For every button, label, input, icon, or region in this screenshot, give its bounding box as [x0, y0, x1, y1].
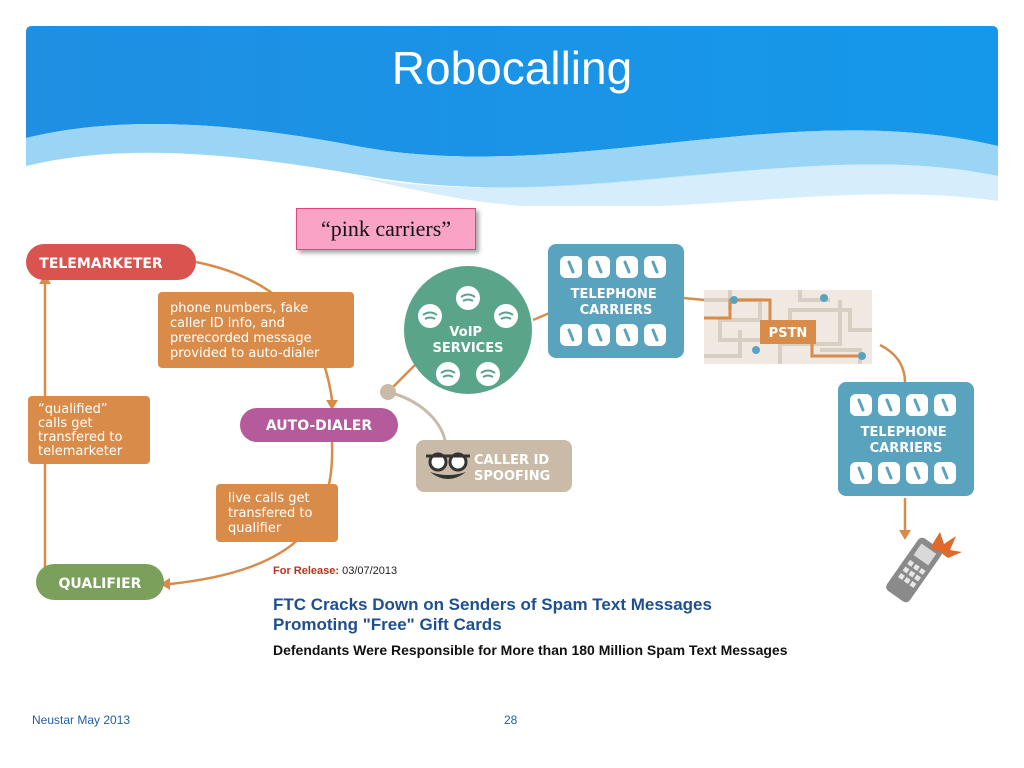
- telemarketer-label: TELEMARKETER: [39, 256, 163, 272]
- press-headline: FTC Cracks Down on Senders of Spam Text …: [273, 595, 712, 634]
- telemarketer-node: TELEMARKETER: [26, 244, 196, 280]
- release-date: 03/07/2013: [342, 565, 398, 577]
- svg-text:TELEPHONE CARRIERS: TELEPHONE CARRIERS: [571, 287, 662, 318]
- svg-text:TELEPHONE CARRIERS: TELEPHONE CARRIERS: [861, 425, 952, 456]
- auto-dialer-label: AUTO-DIALER: [266, 418, 372, 434]
- svg-text:phone numbers, fake call: phone numbers, fake caller ID info, and …: [170, 301, 320, 361]
- pstn-label: PSTN: [769, 326, 808, 341]
- svg-text:CALLER ID SPOOFING: CALLER ID SPOOFING: [474, 453, 554, 484]
- wifi-icon: [418, 286, 518, 386]
- pink-carriers-callout: “pink carriers”: [296, 208, 476, 250]
- phone-icon: [560, 256, 666, 346]
- qualified-note: “qualified” calls get transfered to tele…: [28, 396, 150, 464]
- press-subhead: Defendants Were Responsible for More tha…: [273, 642, 788, 658]
- telephone-carriers-node-1: TELEPHONE CARRIERS: [548, 244, 684, 358]
- spoofing-connector: [387, 390, 447, 441]
- svg-text:live calls get transfere: live calls get transfered to qualifier: [228, 491, 317, 536]
- burst-icon: [930, 532, 962, 558]
- caller-id-spoofing-node: CALLER ID SPOOFING: [416, 440, 572, 492]
- qualifier-node: QUALIFIER: [36, 564, 164, 600]
- qualifier-label: QUALIFIER: [59, 576, 142, 592]
- phone-numbers-note: phone numbers, fake caller ID info, and …: [158, 292, 354, 368]
- svg-text:VoIP SERVICES: VoIP SERVICES: [433, 325, 504, 356]
- live-calls-note: live calls get transfered to qualifier: [216, 484, 338, 542]
- telephone-carriers-node-2: TELEPHONE CARRIERS: [838, 382, 974, 496]
- svg-text:“qualified” calls get: “qualified” calls get transfered to tele…: [38, 402, 127, 459]
- disguise-glasses-icon: [426, 452, 470, 479]
- voip-services-node: VoIP SERVICES: [404, 266, 532, 394]
- slide-title: Robocalling: [391, 42, 633, 94]
- footer-source: Neustar May 2013: [32, 713, 131, 727]
- junction-dot: [380, 384, 396, 400]
- release-line: For Release: 03/07/2013: [273, 565, 397, 577]
- header-banner: [26, 26, 998, 206]
- release-label: For Release:: [273, 565, 340, 577]
- mobile-phone-icon: [886, 537, 942, 603]
- page-number: 28: [504, 713, 518, 727]
- auto-dialer-node: AUTO-DIALER: [240, 408, 398, 442]
- pstn-node: PSTN: [704, 290, 872, 364]
